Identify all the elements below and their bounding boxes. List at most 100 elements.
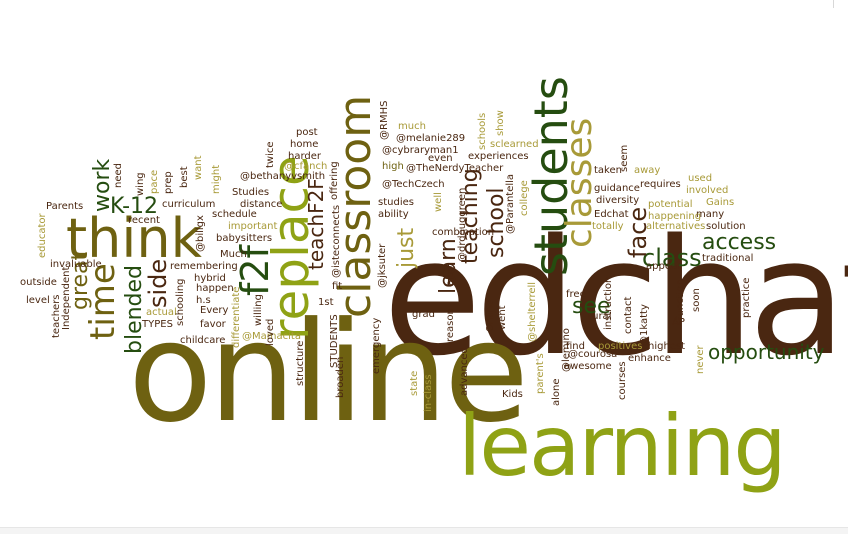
word-childcare: childcare <box>180 335 226 346</box>
word-much-cap: Much <box>220 249 247 260</box>
word-cfanch: @cfanch <box>284 161 328 172</box>
word-many: many <box>696 209 725 220</box>
word-fit: fit <box>332 281 343 292</box>
word-experiences: experiences <box>468 151 529 162</box>
word-courosa: @courosa <box>568 349 618 360</box>
word-find: find <box>566 341 585 352</box>
word-isteconnects: @isteconnects <box>331 204 342 278</box>
word-post: post <box>296 127 318 138</box>
word-loved: loved <box>265 318 276 346</box>
word-emergency: emergency <box>371 317 382 374</box>
word-level: level <box>26 295 50 306</box>
word-cybraryman1: @cybraryman1 <box>382 145 459 156</box>
word-actual: actual <box>146 307 177 318</box>
word-work: work <box>90 158 115 212</box>
word-enhance: enhance <box>628 353 671 364</box>
word-shelterrell: @shelterrell <box>527 281 538 342</box>
word-alternatives: alternatives <box>646 221 706 232</box>
word-appear: appear <box>646 261 682 272</box>
word-ability: ability <box>378 209 409 220</box>
word-distance: distance <box>240 199 283 210</box>
word-important: important <box>228 221 278 232</box>
word-instruction: instruction <box>603 276 614 330</box>
word-grad: grad <box>412 309 435 320</box>
word-potential: potential <box>648 199 693 210</box>
word-parents: Parents <box>46 201 84 212</box>
word-seem: seem <box>619 144 630 172</box>
word-might: might <box>211 164 222 194</box>
word-thenerdyteacher: @TheNerdyTeacher <box>406 163 504 174</box>
word-positives: positives <box>598 341 643 352</box>
word-offering: offering <box>329 161 340 200</box>
word-highest: highest <box>648 341 686 352</box>
word-wing: wing <box>135 172 146 196</box>
word-show: show <box>495 110 506 136</box>
word-need: need <box>113 163 124 188</box>
word-blended: blended <box>122 264 147 354</box>
word-types: TYPES <box>142 319 173 330</box>
word-curriculum: curriculum <box>162 199 216 210</box>
word-parents-poss: parent's <box>535 353 546 394</box>
word-traditional: traditional <box>702 253 754 264</box>
word-techczech: @TechCzech <box>382 179 445 190</box>
word-ap: AP <box>672 317 685 328</box>
word-guidance: guidance <box>594 183 640 194</box>
word-willing: willing <box>253 294 264 326</box>
word-twice: twice <box>265 141 276 168</box>
word-kids: Kids <box>502 389 523 400</box>
word-alone: alone <box>551 378 562 406</box>
word-happening: happening <box>648 211 702 222</box>
word-awesome: awesome <box>564 361 612 372</box>
word-combination: combination <box>432 227 495 238</box>
word-involved: involved <box>686 185 729 196</box>
word-high: high <box>382 161 404 172</box>
word-function: function <box>675 279 686 320</box>
word-online: online <box>128 292 529 453</box>
word-gains: Gains <box>706 197 735 208</box>
word-schools: schools <box>477 112 488 150</box>
word-babysitters: babysitters <box>216 233 273 244</box>
word-practice: practice <box>741 277 752 318</box>
word-rural: rural <box>588 311 612 322</box>
word-taken: taken <box>594 165 622 176</box>
word-college: college <box>519 180 530 216</box>
word-access: access <box>702 230 777 255</box>
word-melanie289: @melanie289 <box>396 133 466 144</box>
word-away: away <box>634 165 661 176</box>
word-parantella: @Parantella <box>505 173 516 234</box>
word-recent: recent <box>128 215 160 226</box>
word-home: home <box>290 139 319 150</box>
word-never: never <box>695 345 706 374</box>
word-harder: harder <box>288 151 322 162</box>
word-studies: studies <box>378 197 414 208</box>
word-1st: 1st <box>318 297 334 308</box>
word-drdouggreen: @drdouggreen <box>457 187 468 262</box>
word-well: well <box>433 192 444 212</box>
word-face: face <box>624 206 652 258</box>
word-happen: happen <box>196 283 234 294</box>
word-learning: learning <box>458 397 787 495</box>
word-favor: favor <box>200 319 226 330</box>
word-1katty: @1katty <box>639 304 650 346</box>
word-teachF2F: teachF2F <box>304 178 328 270</box>
word-every: Every <box>200 305 229 316</box>
frame-bottom-strip <box>0 527 848 534</box>
word-edchat-small: Edchat <box>594 209 629 220</box>
word-soon: soon <box>691 288 702 312</box>
frame-edge <box>833 0 834 8</box>
word-see: see <box>572 294 611 319</box>
word-mamacita: @Mamacita <box>242 331 301 342</box>
word-prep: prep <box>163 171 174 194</box>
word-courses: courses <box>617 361 628 400</box>
word-jksuter: @jksuter <box>377 243 388 288</box>
word-contact: contact <box>623 296 634 334</box>
word-pace: pace <box>149 169 160 194</box>
word-schooling: schooling <box>175 278 186 326</box>
word-side: side <box>144 258 172 308</box>
word-opportunity: opportunity <box>708 340 825 364</box>
word-want: want <box>193 155 204 180</box>
word-k-12: K-12 <box>110 194 159 219</box>
word-think: think <box>66 207 202 270</box>
word-bethanyvsmith: @bethanyvsmith <box>240 171 326 182</box>
word-differentiate: differentiate <box>231 286 242 348</box>
